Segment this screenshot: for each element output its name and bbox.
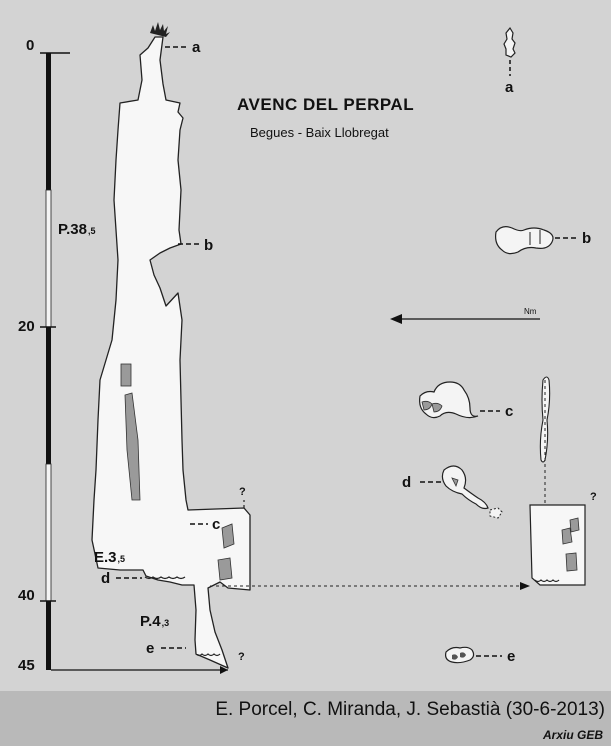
pitch-label-step: E.3,5 <box>94 549 125 566</box>
dimension-lines: ? <box>51 651 245 674</box>
scale-segment-light <box>45 189 52 328</box>
depth-label-20: 20 <box>18 318 35 335</box>
depth-scale: 0 20 40 45 <box>18 37 70 674</box>
depth-label-45: 45 <box>18 657 35 674</box>
cave-shaft <box>91 36 251 669</box>
cave-survey-diagram: 0 20 40 45 ? ? a b c d <box>18 22 597 674</box>
cross-section-label-a: a <box>505 79 514 96</box>
north-arrow: Nm <box>390 307 540 324</box>
entrance-vegetation-icon <box>150 22 170 37</box>
section-markers: a b c d e <box>101 39 220 657</box>
cross-section-c <box>419 381 479 419</box>
survey-location: Begues - Baix Llobregat <box>250 125 389 140</box>
unknown-mark: ? <box>590 491 597 503</box>
unknown-mark: ? <box>239 486 246 498</box>
cross-sections: a b c d e <box>402 26 591 665</box>
scale-segment-dark <box>46 53 51 190</box>
pitch-label-p2: P.4,3 <box>140 613 169 630</box>
cross-section-b <box>495 226 554 255</box>
rock-block <box>221 523 235 549</box>
survey-title: AVENC DEL PERPAL <box>237 95 414 114</box>
cross-section-e <box>445 646 475 664</box>
section-label-c: c <box>212 516 220 533</box>
cross-section-label-b: b <box>582 230 591 247</box>
cross-section-label-c: c <box>505 403 513 420</box>
scale-segment-light <box>45 463 52 602</box>
depth-label-40: 40 <box>18 587 35 604</box>
rock-block <box>217 557 233 581</box>
section-label-a: a <box>192 39 201 56</box>
cross-section-label-e: e <box>507 648 515 665</box>
unknown-mark: ? <box>238 651 245 663</box>
archive-credit: Arxiu GEB <box>542 728 603 742</box>
cave-profile: ? <box>91 22 251 669</box>
footer: E. Porcel, C. Miranda, J. Sebastià (30-6… <box>0 691 611 746</box>
scale-segment-dark <box>46 601 51 670</box>
section-label-d: d <box>101 570 110 587</box>
plan-upper-gallery <box>539 376 551 463</box>
rubble-floor <box>195 653 221 657</box>
rubble-floor <box>144 576 186 580</box>
section-label-e: e <box>146 640 154 657</box>
cross-section-d <box>441 465 489 510</box>
pitch-labels: P.38,5 E.3,5 P.4,3 <box>58 221 169 630</box>
cross-section-label-d: d <box>402 474 411 491</box>
scale-segment-dark <box>46 327 51 464</box>
survey-authors: E. Porcel, C. Miranda, J. Sebastià (30-6… <box>215 699 605 720</box>
depth-label-0: 0 <box>26 37 34 54</box>
north-label: Nm <box>524 307 537 316</box>
section-label-b: b <box>204 237 213 254</box>
pitch-label-p1: P.38,5 <box>58 221 95 238</box>
plan-view: ? <box>210 376 597 590</box>
rock-block <box>124 392 141 501</box>
cross-section-a <box>503 26 516 58</box>
rock-block <box>120 363 132 387</box>
plan-chamber <box>529 504 586 586</box>
